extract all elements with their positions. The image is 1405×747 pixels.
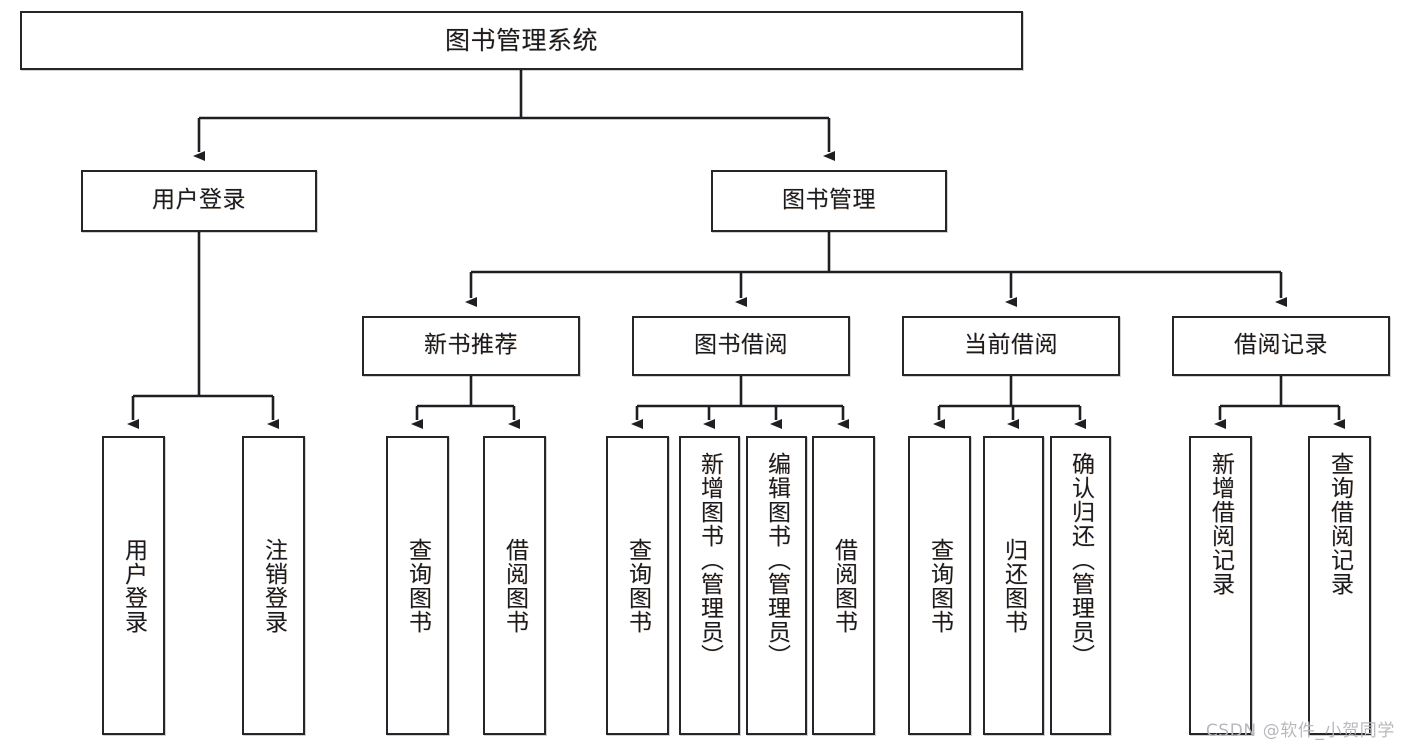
node-leaf-query-borrow-record[interactable]: 查询借阅记录 [1308,436,1371,735]
node-current-borrow-label: 当前借阅 [964,332,1058,359]
watermark-text: CSDN @软件_小贺同学 [1205,721,1395,741]
node-book-management[interactable]: 图书管理 [711,170,947,232]
node-root-system[interactable]: 图书管理系统 [20,11,1023,70]
node-root-label: 图书管理系统 [444,25,598,55]
node-leaf-add-borrow-record-label: 新增借阅记录 [1207,452,1234,596]
node-book-borrow[interactable]: 图书借阅 [632,316,850,376]
node-leaf-add-borrow-record[interactable]: 新增借阅记录 [1189,436,1252,735]
node-new-book-recommend[interactable]: 新书推荐 [362,316,580,376]
node-leaf-add-book-admin-label: 新增图书（管理员） [696,452,723,668]
node-leaf-query-book-recommend-label: 查询图书 [404,537,431,634]
node-borrow-record[interactable]: 借阅记录 [1172,316,1390,376]
node-leaf-query-book-current[interactable]: 查询图书 [908,436,971,735]
node-leaf-query-book-recommend[interactable]: 查询图书 [386,436,449,735]
node-leaf-add-book-admin[interactable]: 新增图书（管理员） [679,436,740,735]
node-current-borrow[interactable]: 当前借阅 [902,316,1120,376]
node-book-borrow-label: 图书借阅 [694,332,788,359]
node-leaf-borrow-book-recommend-label: 借阅图书 [501,537,528,634]
node-borrow-record-label: 借阅记录 [1234,332,1328,359]
node-leaf-edit-book-admin-label: 编辑图书（管理员） [763,452,790,668]
node-leaf-edit-book-admin[interactable]: 编辑图书（管理员） [746,436,807,735]
node-leaf-query-book-current-label: 查询图书 [926,537,953,634]
node-leaf-confirm-return-admin[interactable]: 确认归还（管理员） [1050,436,1111,735]
node-user-login[interactable]: 用户登录 [81,170,317,232]
node-leaf-return-book-label: 归还图书 [1000,537,1027,634]
node-leaf-confirm-return-admin-label: 确认归还（管理员） [1067,452,1094,668]
node-leaf-user-login-label: 用户登录 [120,537,147,634]
node-leaf-logout-login-label: 注销登录 [260,537,287,634]
node-leaf-return-book[interactable]: 归还图书 [983,436,1044,735]
node-leaf-borrow-book[interactable]: 借阅图书 [812,436,875,735]
node-user-login-label: 用户登录 [152,187,246,214]
node-leaf-borrow-book-label: 借阅图书 [830,537,857,634]
node-book-management-label: 图书管理 [782,187,876,214]
node-leaf-logout-login[interactable]: 注销登录 [242,436,305,735]
node-new-book-recommend-label: 新书推荐 [424,332,518,359]
node-leaf-user-login[interactable]: 用户登录 [102,436,165,735]
node-leaf-query-borrow-record-label: 查询借阅记录 [1326,452,1353,596]
node-leaf-borrow-book-recommend[interactable]: 借阅图书 [483,436,546,735]
node-leaf-query-book-borrow-label: 查询图书 [624,537,651,634]
node-leaf-query-book-borrow[interactable]: 查询图书 [606,436,669,735]
